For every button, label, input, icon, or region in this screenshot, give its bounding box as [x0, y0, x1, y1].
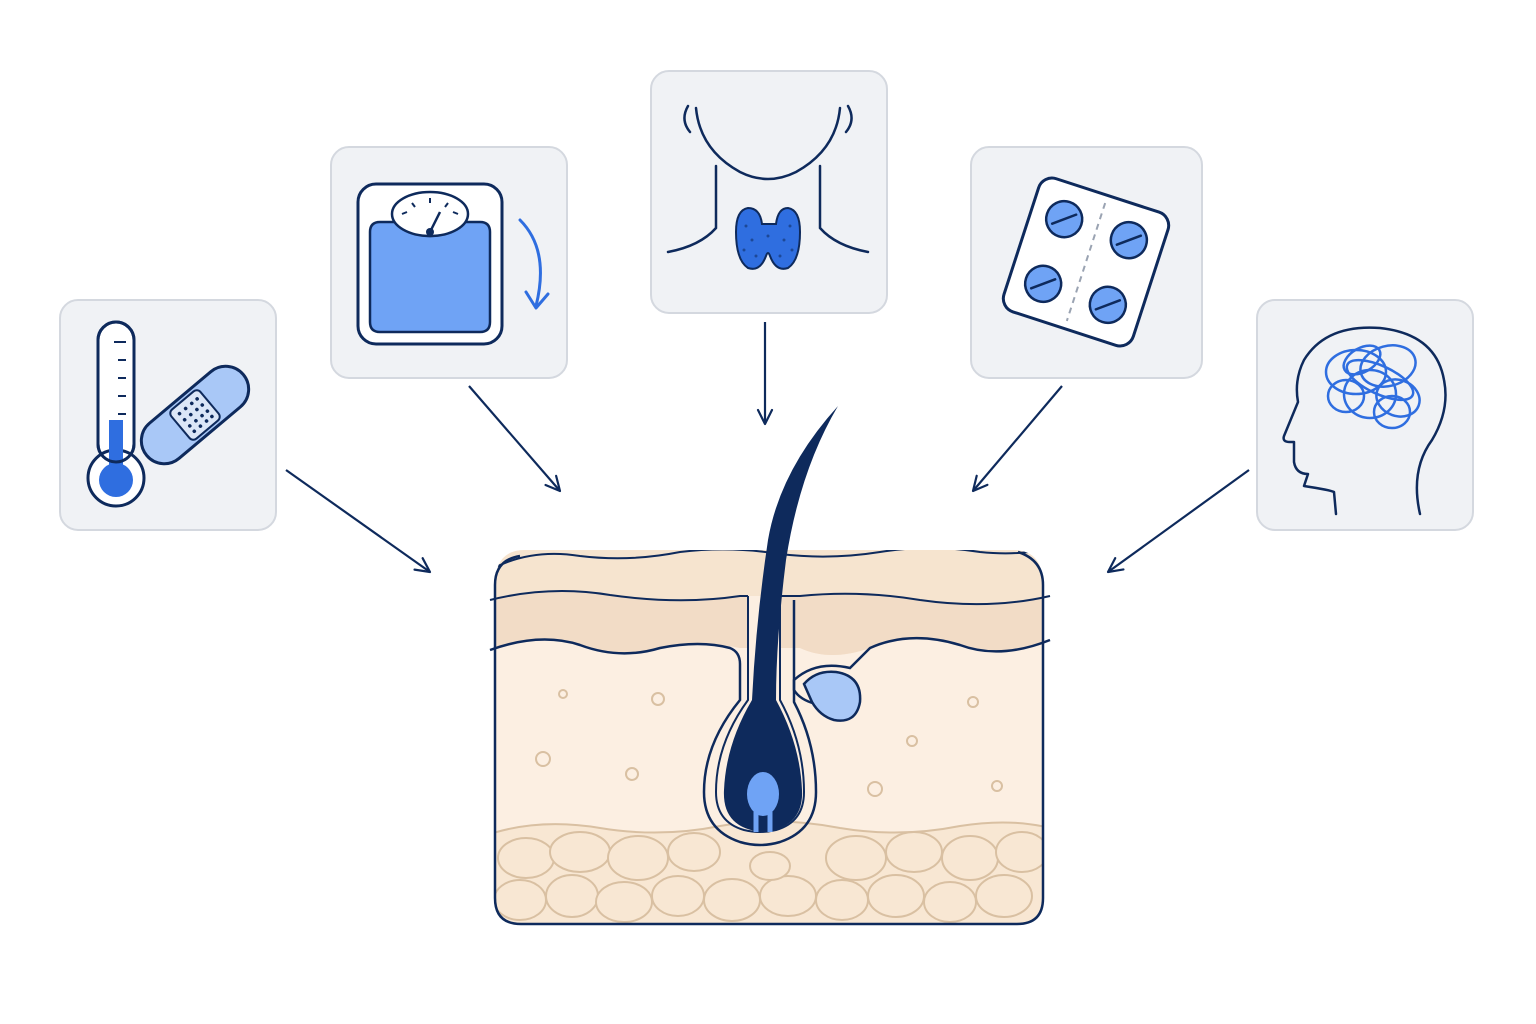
- card-weight-loss: [330, 146, 568, 379]
- follicle-sheath: [489, 637, 1051, 847]
- hair-papilla: [747, 772, 779, 816]
- weight-scale-icon: [356, 182, 504, 346]
- thyroid-gland: [734, 206, 802, 270]
- sebaceous-gland: [802, 670, 862, 722]
- card-medication: [970, 146, 1203, 379]
- arrow-stress: [1106, 469, 1250, 574]
- arrow-medication: [971, 385, 1063, 493]
- skin-cross-section: [489, 406, 1051, 926]
- bandage-icon: [139, 364, 251, 466]
- pill-blister-icon: [1001, 176, 1171, 348]
- card-fever-injury: [59, 299, 277, 531]
- thyroid-neck-icon: [666, 104, 870, 254]
- arrow-weight: [468, 385, 562, 493]
- down-arrow-icon: [518, 218, 542, 308]
- card-thyroid: [650, 70, 888, 314]
- skin-block-outline: [493, 550, 1045, 926]
- card-stress: [1256, 299, 1474, 531]
- hair-shaft: [723, 406, 838, 832]
- scribble-icon: [1324, 344, 1421, 430]
- arrows: [285, 322, 1250, 574]
- head-profile-icon: [1282, 326, 1447, 516]
- thermometer-icon: [86, 320, 146, 508]
- arrow-fever: [285, 469, 432, 574]
